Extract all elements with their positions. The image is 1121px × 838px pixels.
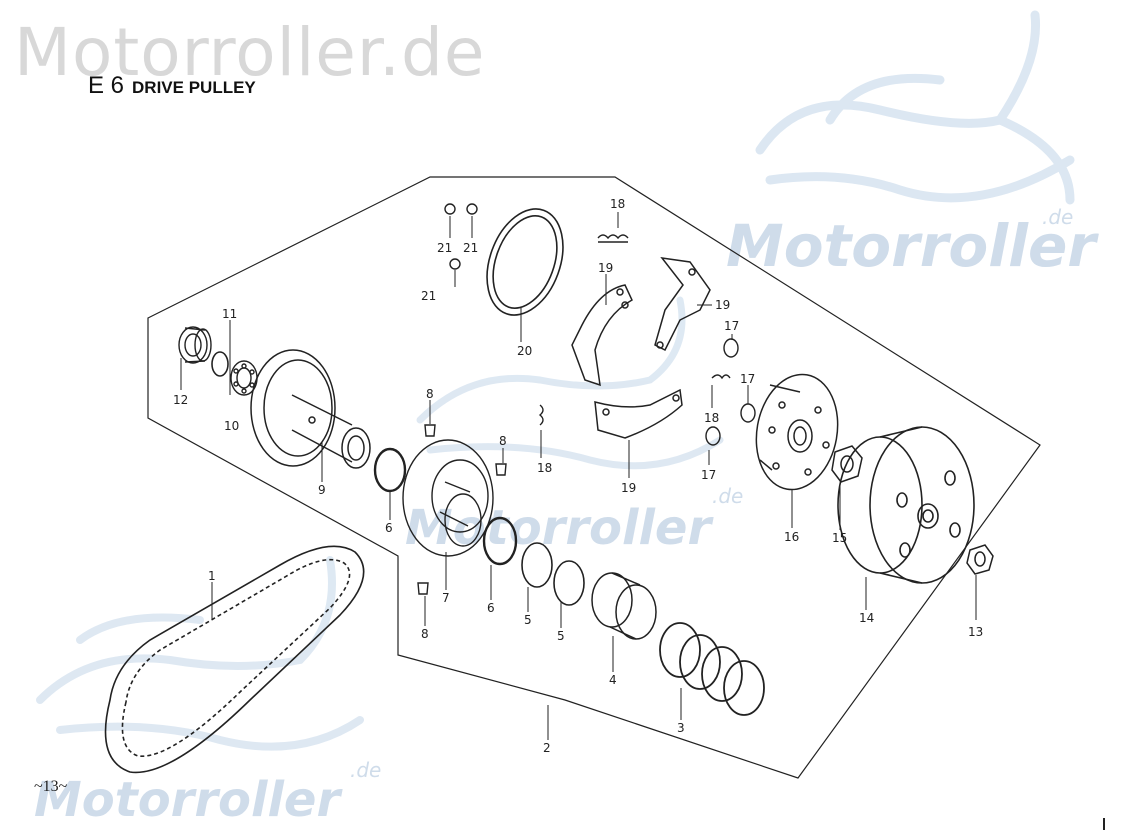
- leader-lines: [180, 212, 977, 740]
- clutch-spring: [659, 622, 765, 716]
- part-label-18c: 18: [704, 411, 719, 425]
- clutch-spring-small: [711, 374, 731, 380]
- clutch-shoe: [571, 284, 633, 387]
- part-label-13: 13: [968, 625, 983, 639]
- part-label-20: 20: [517, 344, 532, 358]
- clutch-spring-small: [597, 234, 629, 243]
- part-label-8b: 8: [499, 434, 507, 448]
- spring-collar: [591, 572, 657, 640]
- part-label-2: 2: [543, 741, 551, 755]
- part-label-21a: 21: [437, 241, 452, 255]
- scooter-watermark-icon: [416, 296, 724, 470]
- scooter-watermark-icon: [755, 10, 1075, 205]
- page-number: ~13~: [34, 778, 68, 795]
- drive-belt: [104, 545, 365, 774]
- part-label-12: 12: [173, 393, 188, 407]
- watermark-suffix-right: .de: [1042, 205, 1074, 229]
- watermark-suffix-bottom: .de: [350, 758, 382, 782]
- movable-drive-face: [250, 349, 371, 469]
- part-label-18a: 18: [610, 197, 625, 211]
- watermark-logo-center: Motorroller: [405, 500, 712, 556]
- part-label-19b: 19: [715, 298, 730, 312]
- part-label-10: 10: [224, 419, 239, 433]
- pin: [417, 582, 429, 595]
- o-ring: [553, 560, 585, 606]
- flange-nut: [966, 544, 994, 575]
- part-label-11: 11: [222, 307, 237, 321]
- collar: [705, 426, 721, 446]
- part-label-14: 14: [859, 611, 874, 625]
- part-label-15: 15: [832, 531, 847, 545]
- part-label-18b: 18: [537, 461, 552, 475]
- section-code: E 6: [88, 72, 125, 99]
- assembly-outline: [147, 176, 1041, 779]
- part-label-5b: 5: [557, 629, 565, 643]
- watermark-suffix-center: .de: [712, 484, 744, 508]
- part-label-6a: 6: [385, 521, 393, 535]
- part-label-7: 7: [442, 591, 450, 605]
- circlip: [211, 351, 229, 377]
- o-ring: [521, 542, 553, 588]
- part-label-16: 16: [784, 530, 799, 544]
- e-clip: [444, 203, 456, 215]
- part-label-5a: 5: [524, 613, 532, 627]
- clutch-shoe: [654, 256, 711, 352]
- part-labels: 1 2 3 4 5 5 6 6 7 8 8 8 9 10 11 12 13 14…: [173, 197, 983, 755]
- part-label-8c: 8: [421, 627, 429, 641]
- part-label-8a: 8: [426, 387, 434, 401]
- collar: [740, 403, 756, 423]
- part-label-21b: 21: [463, 241, 478, 255]
- part-label-1: 1: [208, 569, 216, 583]
- part-label-4: 4: [609, 673, 617, 687]
- clutch-housing: [837, 426, 975, 584]
- section-name: DRIVE PULLEY: [132, 78, 256, 97]
- part-label-17a: 17: [724, 319, 739, 333]
- pin: [495, 463, 507, 476]
- part-label-17c: 17: [701, 468, 716, 482]
- watermark-logo-bottom: Motorroller: [34, 772, 341, 828]
- pin: [424, 424, 436, 437]
- scooter-watermark-icon: [36, 556, 364, 751]
- part-label-6b: 6: [487, 601, 495, 615]
- part-label-21c: 21: [421, 289, 436, 303]
- watermark-logo-right: Motorroller: [726, 212, 1096, 280]
- part-label-17b: 17: [740, 372, 755, 386]
- needle-bearing: [178, 326, 212, 364]
- collar: [723, 338, 739, 358]
- clutch-outer-assembly: [402, 439, 494, 557]
- clutch-shoe: [594, 388, 683, 439]
- clutch-carrier-plate: [755, 373, 839, 491]
- part-label-19c: 19: [621, 481, 636, 495]
- seal-ring: [373, 447, 407, 493]
- e-clip: [466, 203, 478, 215]
- hex-nut: [831, 445, 863, 483]
- e-clip: [449, 258, 461, 270]
- part-label-3: 3: [677, 721, 685, 735]
- part-label-19a: 19: [598, 261, 613, 275]
- clutch-spring-small: [538, 404, 544, 426]
- part-label-9: 9: [318, 483, 326, 497]
- section-title: E 6 DRIVE PULLEY: [88, 72, 256, 100]
- watermark-top: Motorroller.de: [14, 14, 486, 91]
- clutch-ring: [486, 208, 564, 316]
- seal-ring: [482, 516, 518, 566]
